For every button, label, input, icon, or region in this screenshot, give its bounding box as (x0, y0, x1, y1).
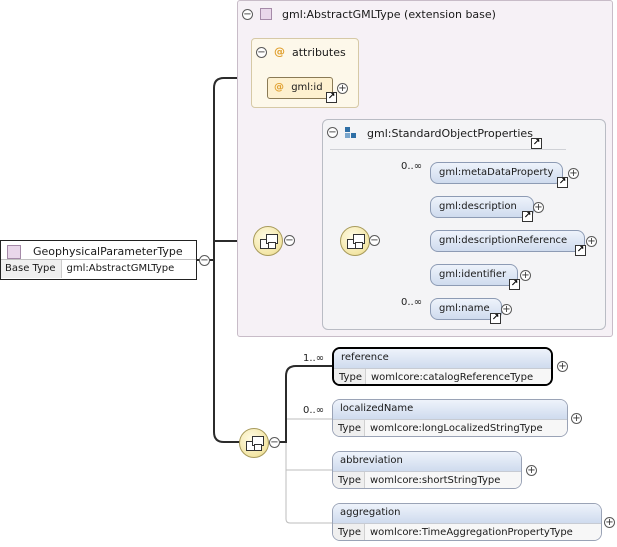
expand-icon[interactable]: + (520, 270, 531, 281)
collapse-icon[interactable]: − (284, 235, 295, 246)
element-name: reference (341, 352, 389, 363)
reference-link-icon[interactable]: ↗ (326, 92, 337, 103)
base-type-label: Base Type (1, 260, 62, 278)
expand-icon[interactable]: + (557, 361, 568, 372)
reference-link-icon[interactable]: ↗ (509, 279, 520, 290)
reference-link-icon[interactable]: ↗ (522, 211, 533, 222)
expand-icon[interactable]: + (337, 83, 348, 94)
element-name: gml:descriptionReference (439, 235, 568, 246)
element-descriptionreference[interactable]: gml:descriptionReference (430, 230, 585, 252)
reference-link-icon[interactable]: ↗ (575, 245, 586, 256)
occurrence-label: 0..∞ (401, 161, 423, 172)
complex-type-icon (7, 244, 21, 259)
type-value: womlcore:longLocalizedStringType (365, 420, 567, 436)
element-name: localizedName (340, 403, 414, 414)
element-name: abbreviation (340, 455, 403, 466)
type-label: Type (333, 472, 365, 488)
group-icon (345, 127, 356, 138)
element-identifier[interactable]: gml:identifier (430, 264, 518, 286)
attribute-name: gml:id (291, 82, 323, 93)
element-description[interactable]: gml:description (430, 196, 534, 218)
base-type-value: gml:AbstractGMLType (66, 263, 175, 274)
expand-icon[interactable]: + (604, 517, 615, 528)
collapse-icon[interactable]: − (199, 255, 210, 266)
complex-type-icon (260, 8, 272, 20)
attribute-icon: @ (274, 45, 285, 58)
collapse-icon[interactable]: − (269, 437, 280, 448)
reference-link-icon[interactable]: ↗ (490, 313, 501, 324)
type-value: womlcore:shortStringType (365, 472, 521, 488)
group-title: gml:StandardObjectProperties (367, 127, 533, 140)
occurrence-label: 0..∞ (401, 297, 423, 308)
group-divider (330, 149, 566, 150)
expand-icon[interactable]: + (533, 202, 544, 213)
expand-icon[interactable]: + (586, 236, 597, 247)
element-name: gml:description (439, 201, 517, 212)
type-label: Type (333, 420, 365, 436)
sequence-compositor-icon[interactable] (239, 428, 269, 458)
collapse-icon[interactable]: − (369, 235, 380, 246)
type-value: womlcore:TimeAggregationPropertyType (365, 524, 601, 540)
collapse-icon[interactable]: − (327, 127, 338, 138)
element-name: aggregation (340, 507, 401, 518)
occurrence-label: 1..∞ (303, 353, 325, 364)
expand-icon[interactable]: + (501, 304, 512, 315)
sequence-compositor-icon[interactable] (253, 226, 283, 256)
collapse-icon[interactable]: − (256, 47, 267, 58)
element-name: gml:metaDataProperty (439, 167, 554, 178)
type-label: Type (333, 524, 365, 540)
group-panel (322, 119, 606, 330)
type-value: womlcore:catalogReferenceType (366, 369, 551, 384)
sequence-compositor-icon[interactable] (340, 226, 370, 256)
collapse-icon[interactable]: − (242, 9, 253, 20)
element-name: gml:identifier (439, 269, 507, 280)
attributes-title: attributes (292, 46, 346, 59)
extension-title: gml:AbstractGMLType (extension base) (282, 8, 496, 21)
occurrence-label: 0..∞ (303, 405, 325, 416)
attribute-gml-id[interactable]: @ gml:id (267, 77, 333, 99)
expand-icon[interactable]: + (571, 413, 582, 424)
expand-icon[interactable]: + (568, 168, 579, 179)
reference-link-icon[interactable]: ↗ (557, 177, 568, 188)
element-metadataproperty[interactable]: gml:metaDataProperty (430, 162, 563, 184)
type-label: Type (334, 369, 366, 384)
expand-icon[interactable]: + (526, 465, 537, 476)
root-type-name: GeophysicalParameterType (33, 245, 183, 258)
element-name: gml:name (439, 303, 490, 314)
attribute-icon: @ (274, 82, 284, 93)
root-type-box[interactable]: GeophysicalParameterType Base Type gml:A… (0, 240, 197, 280)
reference-link-icon[interactable]: ↗ (531, 138, 542, 149)
